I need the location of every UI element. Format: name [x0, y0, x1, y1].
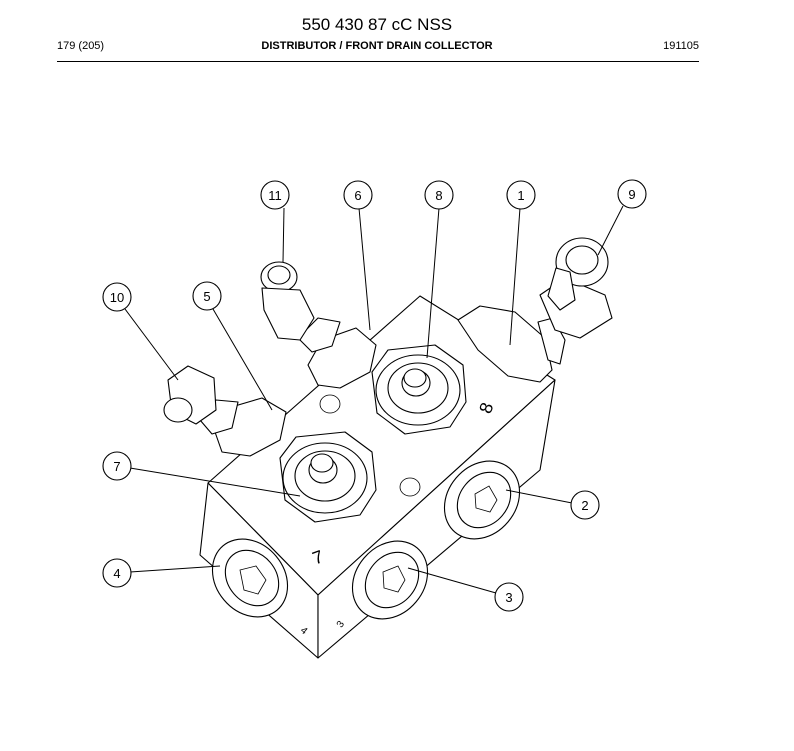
fitting-6: [297, 317, 377, 389]
svg-text:9: 9: [628, 187, 635, 202]
svg-text:8: 8: [435, 188, 442, 203]
callout-8: 8: [424, 180, 454, 210]
svg-text:11: 11: [268, 188, 282, 203]
page-number: 179 (205): [57, 40, 105, 52]
plug-3: [351, 540, 429, 620]
callout-4: 4: [102, 558, 132, 588]
callout-7: 7: [102, 451, 132, 481]
svg-text:10: 10: [110, 290, 124, 305]
callout-2: 2: [570, 490, 600, 520]
fitting-11: [260, 261, 315, 341]
callout-5: 5: [192, 281, 222, 311]
callout-9: 9: [617, 179, 647, 209]
svg-text:6: 6: [354, 188, 361, 203]
callout-11: 11: [260, 180, 290, 210]
svg-text:1: 1: [517, 188, 524, 203]
callout-6: 6: [343, 180, 373, 210]
svg-text:5: 5: [203, 289, 210, 304]
svg-text:3: 3: [505, 590, 512, 605]
fitting-9: [539, 237, 613, 339]
block-mark-3: 3: [335, 619, 347, 630]
section-title: DISTRIBUTOR / FRONT DRAIN COLLECTOR: [261, 40, 493, 52]
date-code: 191105: [663, 40, 699, 52]
callout-1: 1: [506, 180, 536, 210]
plug-2: [443, 460, 521, 540]
svg-text:2: 2: [581, 498, 588, 513]
svg-text:7: 7: [113, 459, 120, 474]
valve-8: [371, 344, 467, 435]
valve-7: [279, 431, 377, 523]
callout-3: 3: [494, 582, 524, 612]
callout-10: 10: [102, 282, 132, 312]
fitting-10: [163, 365, 217, 425]
block-mark-4: 4: [298, 625, 310, 637]
plug-4: [211, 538, 289, 618]
leader-lines: [124, 205, 624, 594]
document-title: 550 430 87 cC NSS: [301, 15, 453, 34]
header-rule: [57, 61, 699, 62]
svg-text:4: 4: [113, 566, 120, 581]
